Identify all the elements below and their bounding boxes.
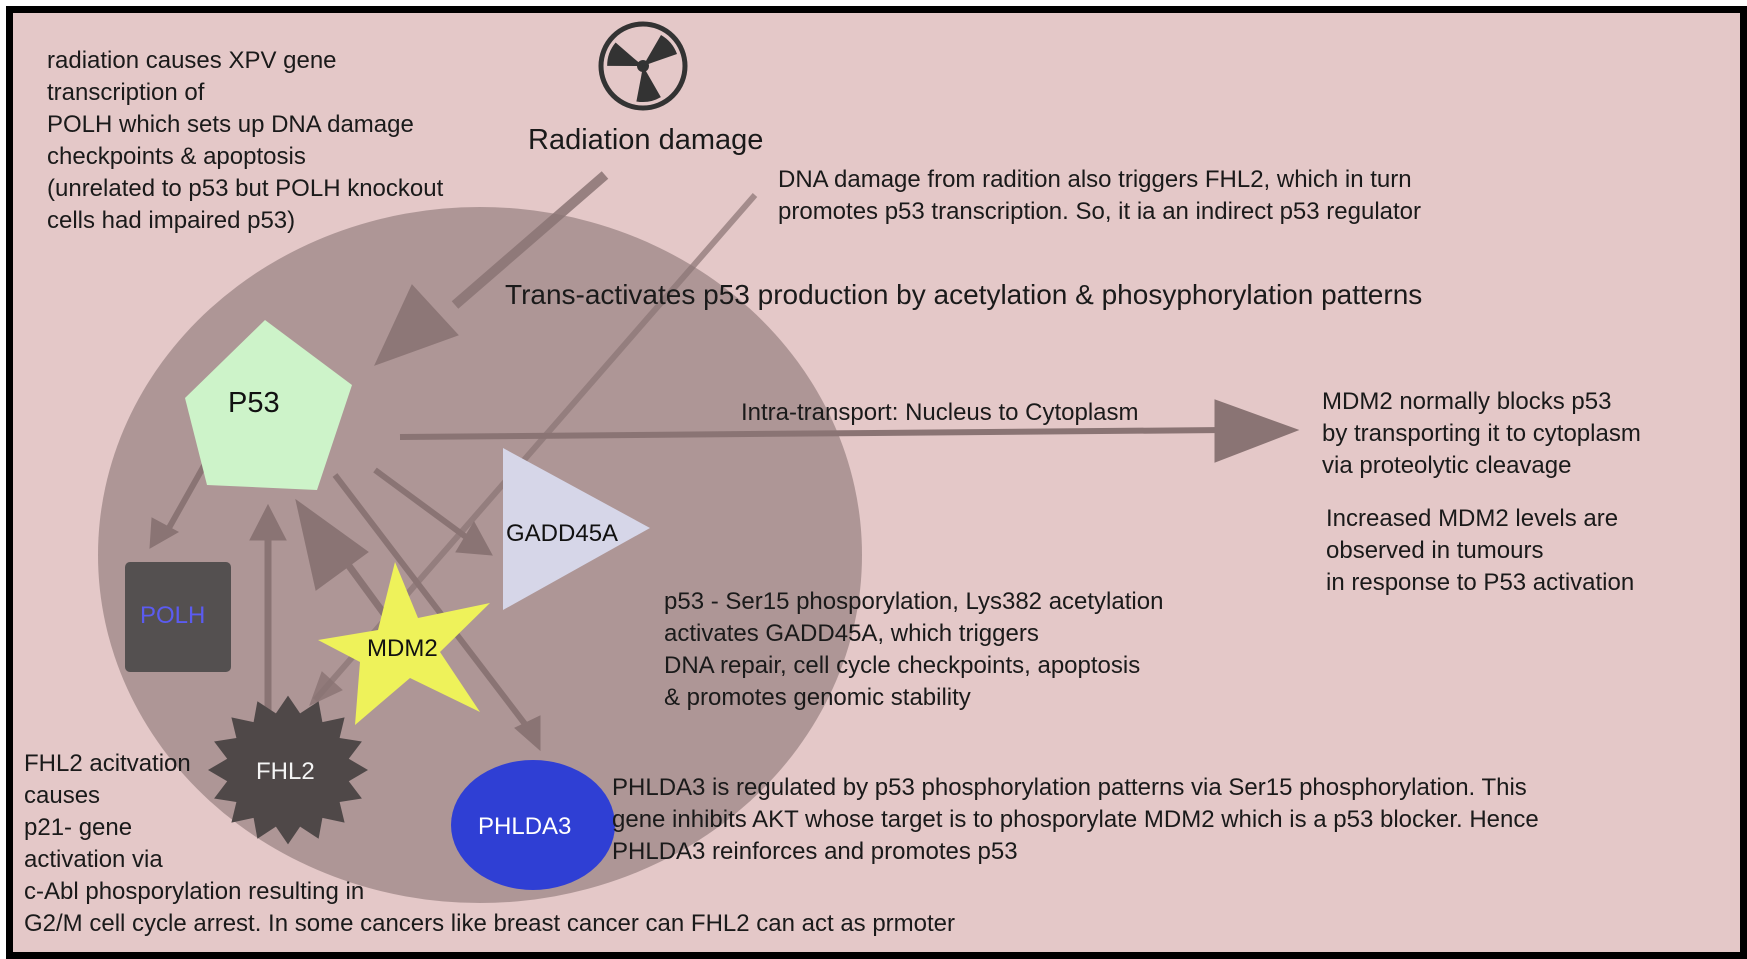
arrow-p53-to-phlda3-head	[514, 715, 541, 752]
arrow-fhl2-to-p53-head	[249, 503, 287, 541]
arrow-radiation-to-p53-head	[374, 284, 459, 366]
phlda3-node[interactable]	[451, 760, 615, 890]
note-mdm2-levels: Increased MDM2 levels are observed in tu…	[1326, 505, 1635, 596]
arrow-intra-transport	[399, 427, 1226, 440]
note-phlda3: PHLDA3 is regulated by p53 phosphorylati…	[612, 774, 1539, 865]
intra-transport-label: Intra-transport: Nucleus to Cytoplasm	[741, 399, 1139, 426]
gadd45a-label: GADD45A	[506, 520, 619, 547]
note-gadd45a: p53 - Ser15 phosporylation, Lys382 acety…	[664, 588, 1164, 711]
arrow-p53-to-polh	[162, 453, 213, 537]
arrow-mdm2-to-p53-head	[295, 498, 369, 591]
arrow-p53-to-phlda3	[332, 473, 531, 730]
phlda3-label: PHLDA3	[478, 813, 572, 840]
arrow-p53-to-gadd45a	[373, 467, 472, 543]
mdm2-label: MDM2	[367, 635, 438, 662]
arrow-radiation-to-fhl2-head	[309, 671, 343, 706]
gadd45a-node[interactable]	[503, 448, 650, 610]
transactivates-label: Trans-activates p53 production by acetyl…	[505, 279, 1423, 310]
fhl2-label: FHL2	[256, 758, 315, 785]
arrow-p53-to-polh-head	[149, 517, 180, 549]
p53-node[interactable]	[185, 320, 352, 490]
radiation-icon	[598, 21, 688, 111]
polh-node[interactable]	[125, 562, 231, 672]
arrow-intra-transport-head	[1214, 399, 1300, 463]
fhl2-node[interactable]	[208, 695, 368, 845]
arrow-p53-to-gadd45a-head	[455, 520, 493, 556]
diagram-title: Radiation damage	[528, 124, 764, 156]
mdm2-node[interactable]	[318, 562, 490, 725]
note-fhl2-radiation: DNA damage from radition also triggers F…	[778, 166, 1422, 225]
note-polh: radiation causes XPV gene transcription …	[47, 47, 444, 234]
p53-label: P53	[228, 387, 280, 419]
note-mdm2-block: MDM2 normally blocks p53 by transporting…	[1322, 388, 1641, 479]
note-fhl2: FHL2 acitvation causes p21- gene activat…	[24, 750, 956, 937]
arrows	[149, 171, 1300, 752]
polh-label: POLH	[140, 602, 206, 629]
arrow-radiation-to-p53	[451, 171, 609, 309]
